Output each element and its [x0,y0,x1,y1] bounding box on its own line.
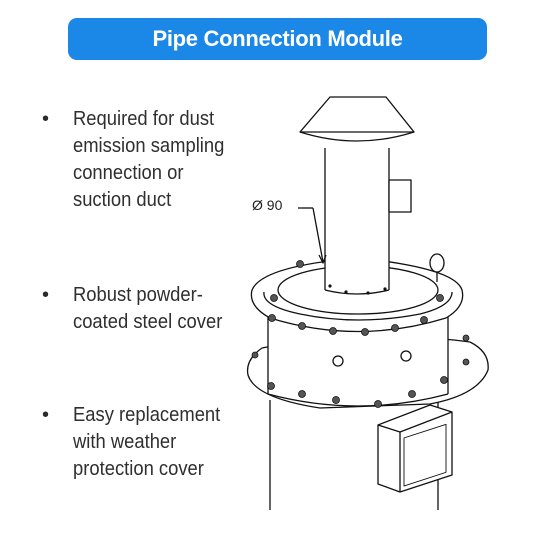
fitting [332,355,344,367]
diameter-dimension-label: Ø 90 [252,197,283,213]
dimension-leader [298,207,327,264]
feature-text: Robust powder-coated steel cover [72,284,222,333]
title-banner: Pipe Connection Module [68,18,487,60]
bolts [251,260,470,408]
pipe-top-dots [328,284,387,295]
page-title: Pipe Connection Module [152,26,403,51]
bullet-icon: • [42,284,50,306]
fitting [400,350,412,362]
bullet-icon: • [42,108,50,130]
eye-bolt [429,253,445,282]
bullet-icon: • [42,404,50,426]
list-item: • Required for dust emission sampling co… [42,106,252,214]
feature-text: Easy replacement with weather protection… [72,404,220,480]
list-item: • Easy replacement with weather protecti… [42,402,252,483]
weather-cap [299,96,415,142]
junction-box [377,404,453,493]
side-port [388,179,412,213]
pipe-module-drawing [246,96,489,510]
feature-text: Required for dust emission sampling conn… [72,108,224,211]
main-pipe [324,148,390,295]
list-item: • Robust powder-coated steel cover [42,282,252,336]
